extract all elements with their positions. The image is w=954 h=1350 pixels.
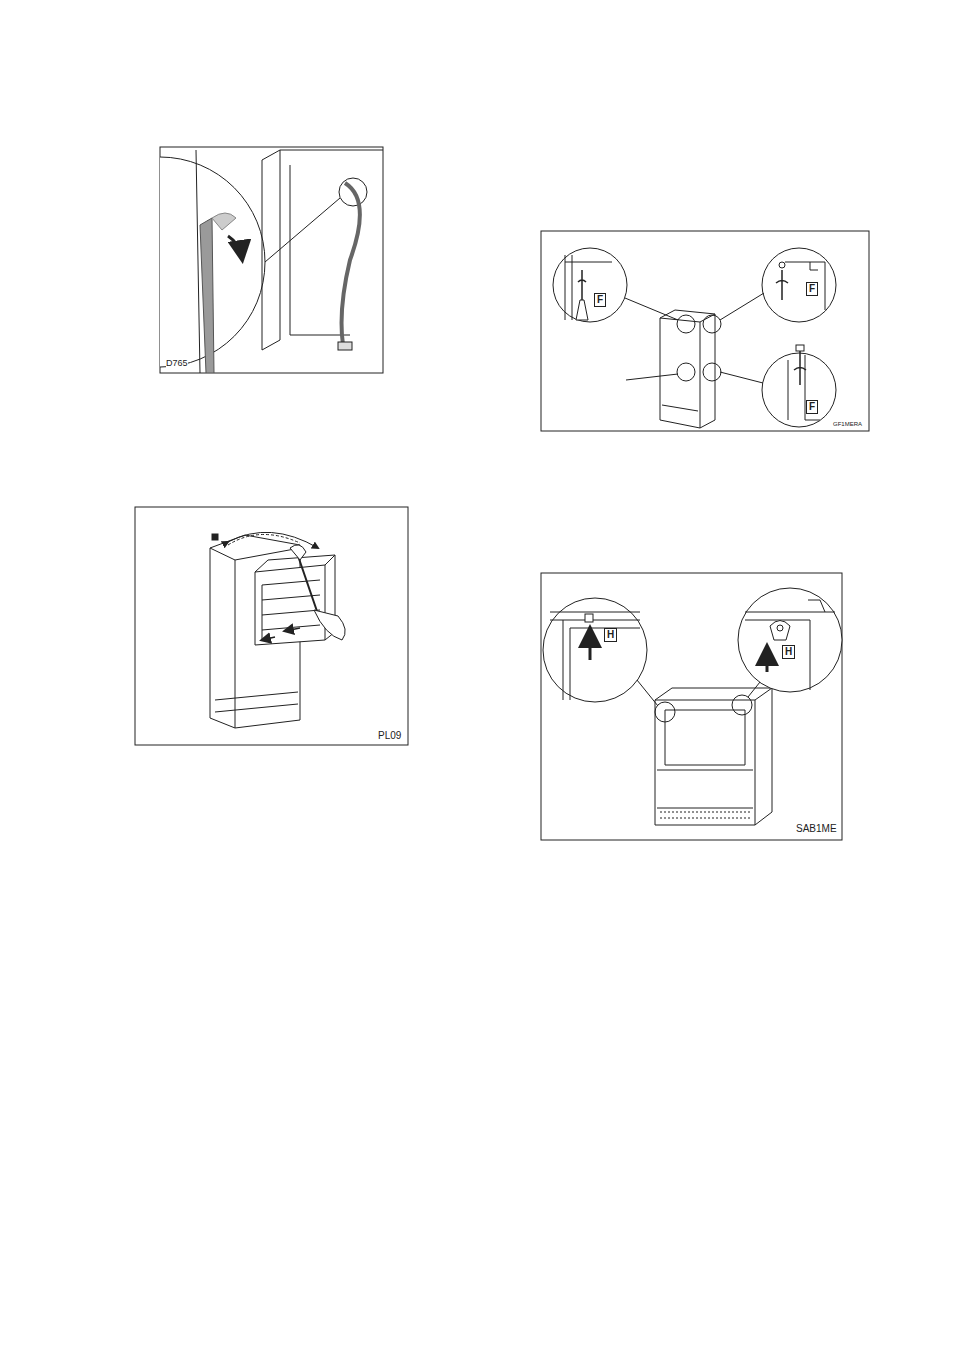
figure-code: SAB1ME [796, 824, 837, 834]
part-letter: H [604, 628, 617, 642]
part-letter: F [806, 282, 818, 296]
install-figure [135, 507, 408, 745]
figure-code: D765 [166, 359, 188, 368]
seal-figure [55, 147, 383, 373]
screw-figure [541, 231, 869, 431]
part-letter: F [806, 400, 818, 414]
cover-figure [541, 573, 842, 840]
part-letter: H [782, 645, 795, 659]
part-letter: F [594, 293, 606, 307]
figure-code: PL09 [378, 731, 401, 741]
figure-code: GF1MERA [833, 421, 862, 427]
